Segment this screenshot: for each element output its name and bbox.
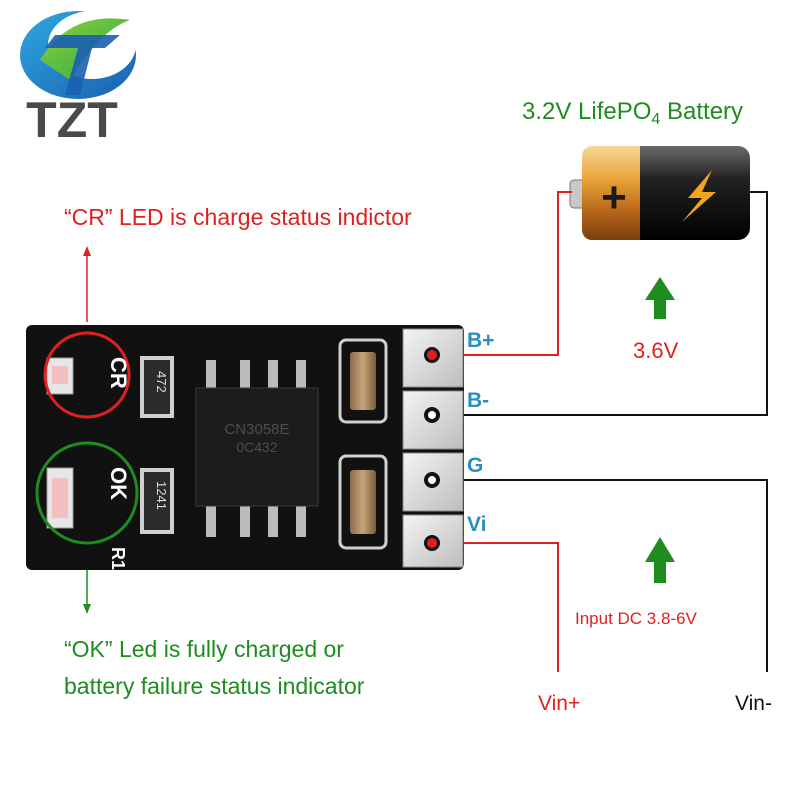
arrow-up-icon: [83, 246, 91, 256]
battery-gold-cap: [582, 146, 652, 240]
resistor-top: [140, 356, 174, 418]
wire-b-minus: [432, 191, 768, 416]
vin-minus-label: Vin-: [735, 692, 772, 715]
chip-marking-2: 0C432: [236, 439, 277, 455]
vin-plus-label: Vin+: [538, 692, 580, 715]
pin-pads: [402, 328, 464, 568]
ic-chip: CN3058E 0C432: [195, 360, 319, 537]
wires: [86, 191, 768, 672]
pin-label-vi: Vi: [467, 513, 486, 536]
chip-marking-1: CN3058E: [224, 421, 289, 438]
pin-label-g: G: [467, 454, 483, 477]
wire-g: [432, 479, 768, 672]
cr-led-annotation: “CR” LED is charge status indictor: [64, 204, 412, 230]
input-voltage-label: Input DC 3.8-6V: [575, 609, 698, 628]
input-arrow-icon: [645, 537, 675, 583]
cr-label: CR: [106, 357, 131, 389]
ok-label: OK: [106, 467, 131, 500]
voltage-arrow-icon: [645, 277, 675, 319]
resistor-top-code: 472: [154, 371, 169, 393]
arrow-down-icon: [83, 604, 91, 614]
capacitor-top: [350, 352, 376, 410]
pin-label-b-plus: B+: [467, 329, 494, 352]
ok-led-annotation-line1: “OK” Led is fully charged or: [64, 636, 344, 662]
resistor-bottom-code: 1241: [154, 481, 169, 510]
pcb-board: CR OK R1 472 1241 CN3058E 0C432: [26, 325, 464, 570]
cr-highlight-circle: [43, 331, 131, 419]
lightning-icon: [682, 170, 716, 222]
ok-led-annotation-line2: battery failure status indicator: [64, 673, 365, 699]
logo-text: TZT: [26, 92, 118, 148]
r1-label: R1: [108, 547, 128, 570]
ok-highlight-circle: [35, 441, 139, 545]
ic-body: [195, 387, 319, 507]
battery-label: 3.2V LifePO4 Battery: [522, 98, 743, 128]
tzt-logo: TZT: [20, 11, 136, 148]
pin-label-b-minus: B-: [467, 389, 489, 412]
battery: +: [569, 146, 750, 240]
wire-b-plus: [432, 191, 572, 356]
wire-vi: [432, 542, 559, 672]
resistor-bottom: [140, 468, 174, 534]
battery-plus-icon: +: [601, 173, 627, 222]
capacitor-bottom: [350, 470, 376, 534]
battery-voltage: 3.6V: [633, 338, 679, 363]
